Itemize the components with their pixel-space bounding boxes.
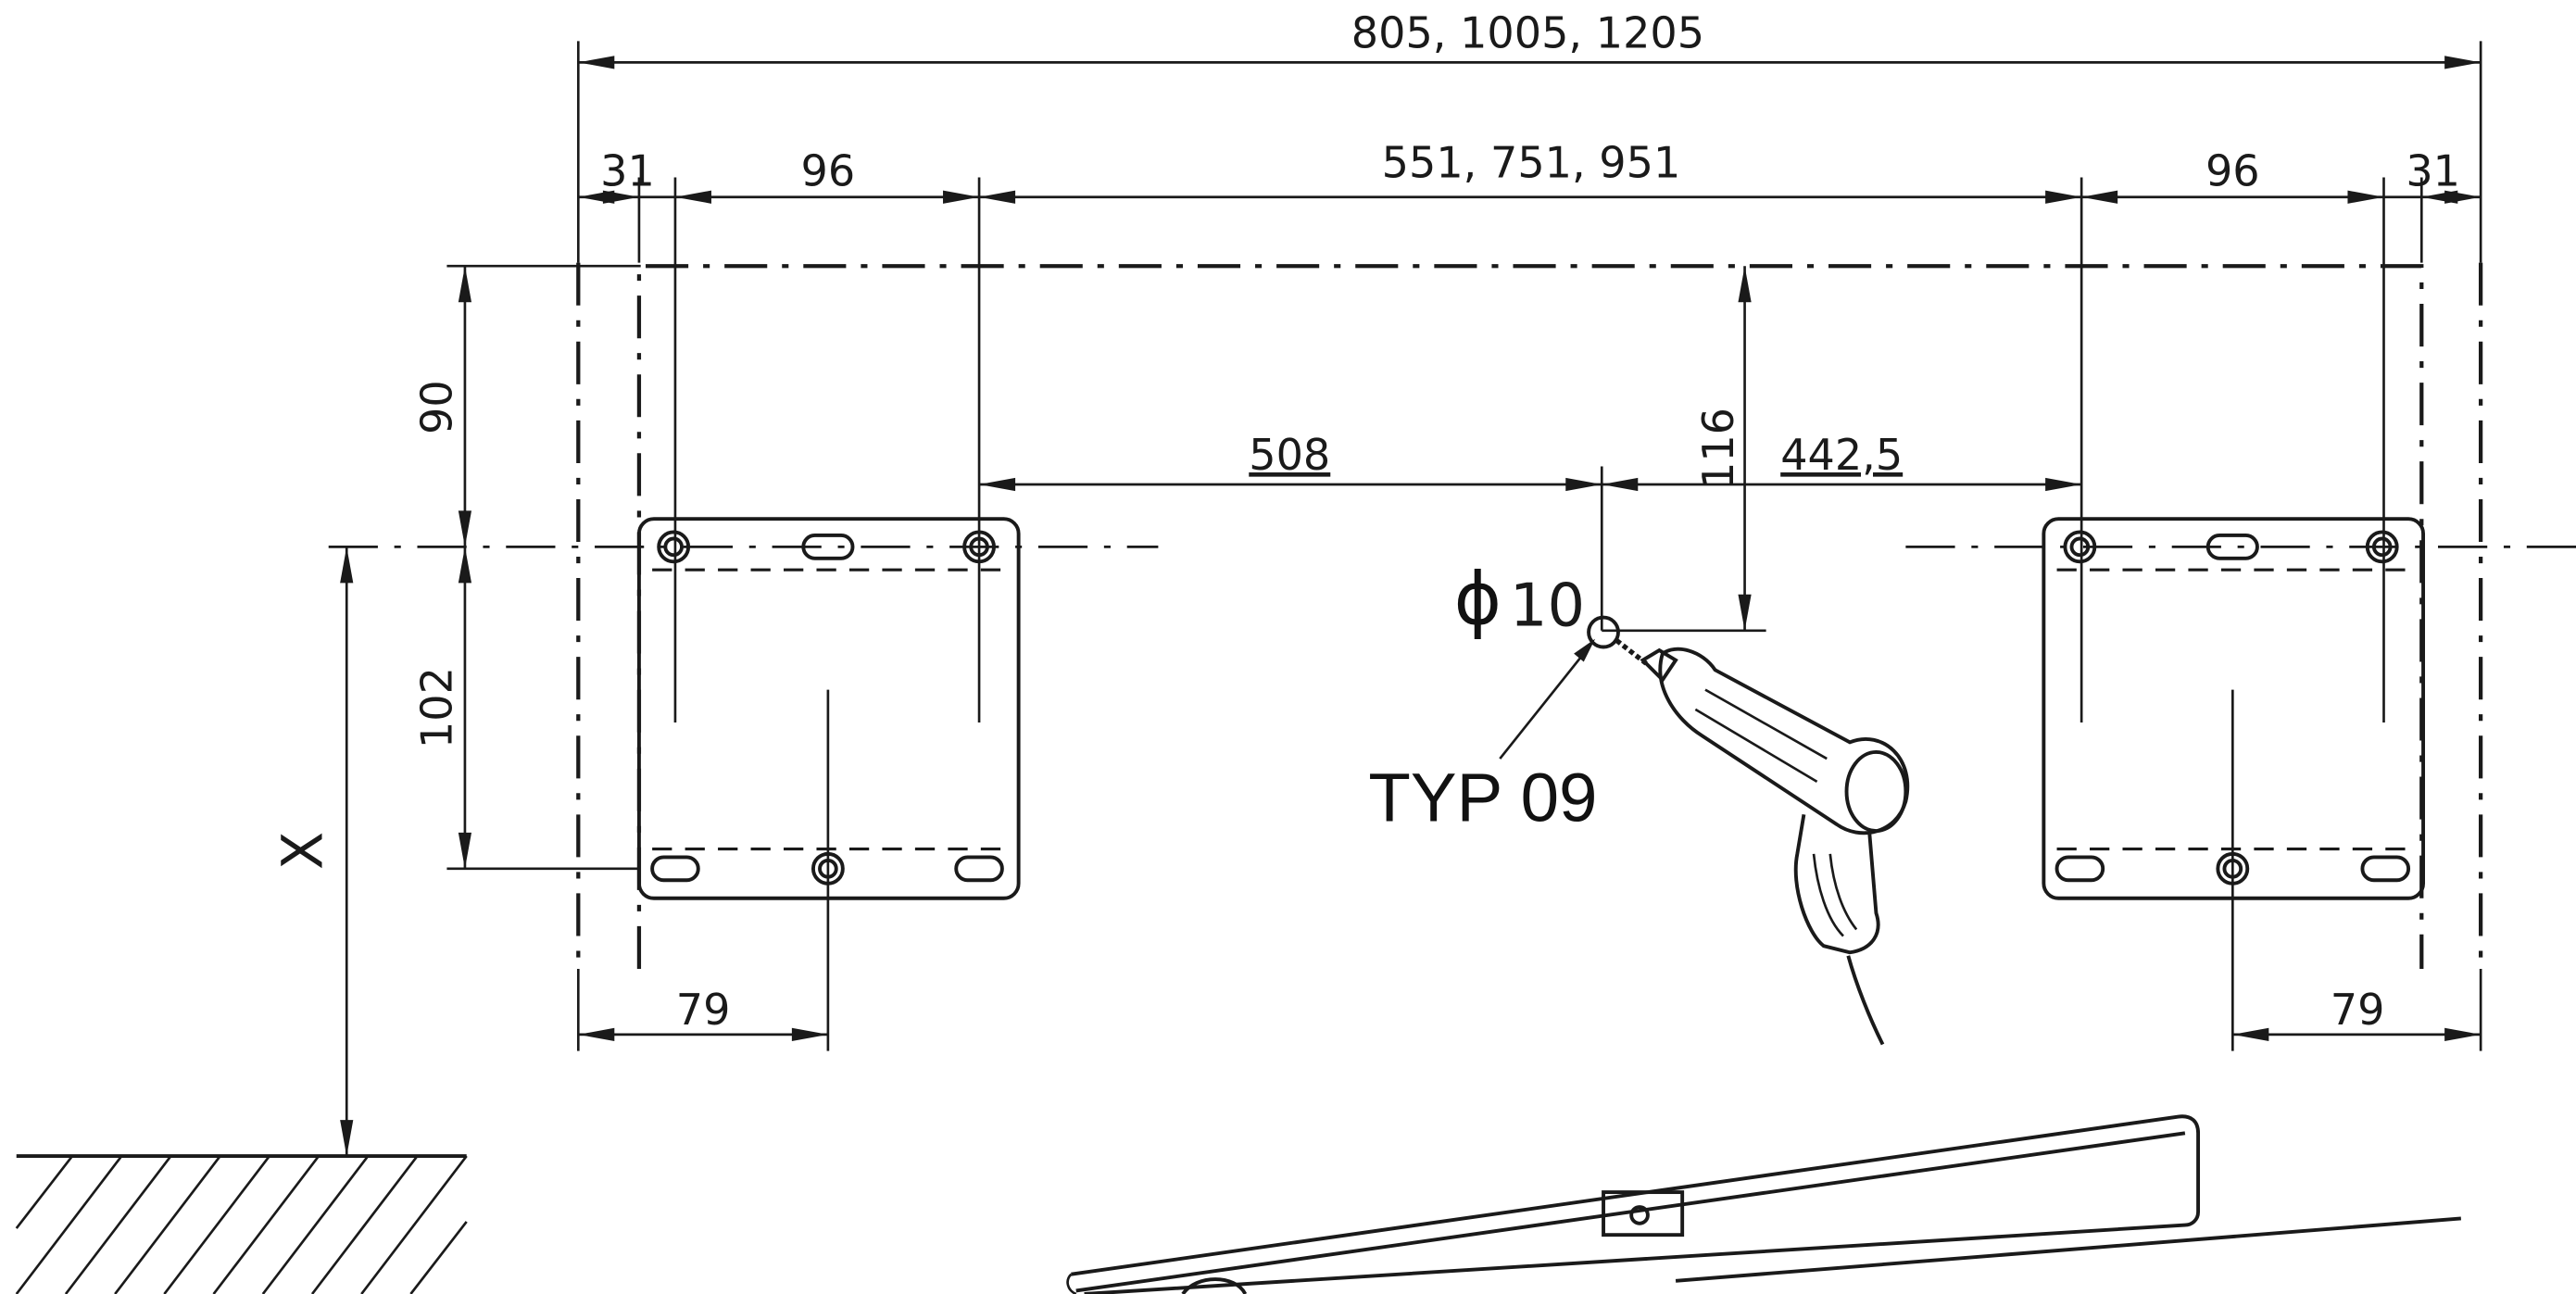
dim-bracket-left: 96: [801, 145, 856, 195]
extension-lines: [446, 41, 2482, 1051]
dim-center-span: 551, 751, 951: [1382, 137, 1681, 187]
dim-height-top: 90: [412, 380, 462, 434]
dim-height-mid: 102: [412, 667, 462, 748]
dim-offset-right: 442,5: [1780, 430, 1903, 480]
dim-edge-left: 31: [600, 145, 655, 195]
floor-hatching: [15, 1154, 468, 1294]
dim-bottom-right: 79: [2331, 985, 2385, 1035]
dim-bracket-right: 96: [2205, 145, 2260, 195]
dim-drop: 116: [1693, 408, 1743, 489]
drill-hole-callout: ϕ 10 TYP 09: [1368, 559, 1620, 835]
fastener-type-label: TYP 09: [1368, 759, 1597, 835]
dim-edge-right: 31: [2406, 145, 2460, 195]
dim-overall-width: 805, 1005, 1205: [1351, 7, 1704, 57]
right-mounting-bracket: [2042, 517, 2426, 900]
drill-icon: [1615, 638, 1910, 1046]
dim-bottom-left: 79: [676, 985, 731, 1035]
left-mounting-bracket: [636, 517, 1021, 900]
dimension-labels: 805, 1005, 1205 31 96 551, 751, 951 96 3…: [271, 7, 2460, 1035]
dimension-lines: [340, 56, 2482, 1157]
drill-hole: [1587, 615, 1620, 649]
hole-diameter-value: 10: [1510, 572, 1585, 640]
dim-floor-height: X: [271, 832, 336, 870]
hole-diameter-symbol: ϕ: [1454, 559, 1502, 642]
dim-offset-left: 508: [1249, 430, 1330, 480]
spirit-level-icon: [1066, 1114, 2462, 1294]
